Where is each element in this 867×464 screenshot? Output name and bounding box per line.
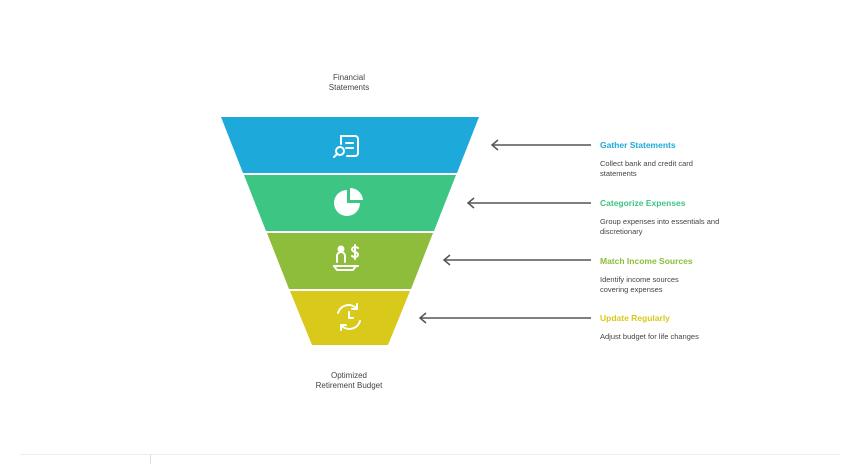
- funnel-layer-gather: [221, 117, 479, 173]
- step-title-categorize: Categorize Expenses: [600, 198, 686, 208]
- arrow-categorize: [466, 197, 591, 209]
- step-title-update: Update Regularly: [600, 313, 670, 323]
- arrow-update: [418, 312, 591, 324]
- arrow-match: [442, 254, 591, 266]
- step-title-match: Match Income Sources: [600, 256, 693, 266]
- arrow-gather: [490, 139, 591, 151]
- bottom-divider-tick: [150, 454, 151, 464]
- bottom-divider: [20, 454, 840, 455]
- funnel-layer-match: [267, 233, 433, 289]
- step-title-gather: Gather Statements: [600, 140, 676, 150]
- step-desc-match: Identify income sources covering expense…: [600, 275, 679, 294]
- document-search-icon: [333, 135, 359, 158]
- step-desc-update: Adjust budget for life changes: [600, 332, 699, 341]
- person-dollar-icon: [333, 244, 359, 271]
- pie-chart-icon: [334, 187, 363, 216]
- refresh-clock-icon: [337, 303, 361, 331]
- step-desc-gather: Collect bank and credit card statements: [600, 159, 693, 178]
- step-desc-categorize: Group expenses into essentials and discr…: [600, 217, 720, 236]
